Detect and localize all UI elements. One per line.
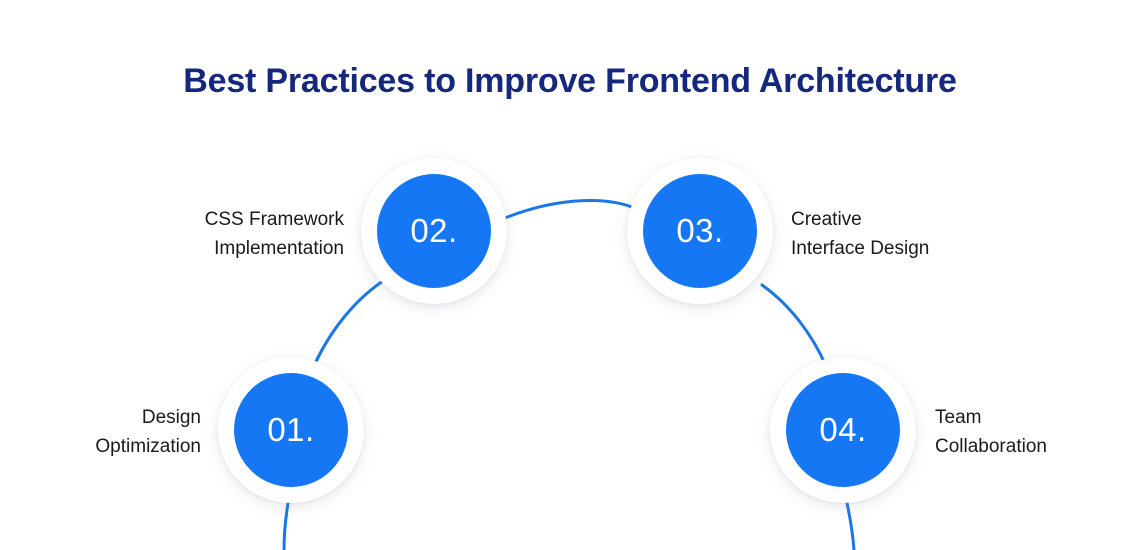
step-number-01: 01.: [267, 410, 315, 448]
step-label-02-line1: CSS Framework: [204, 209, 344, 230]
step-label-04: Team Collaboration: [935, 403, 1140, 461]
step-number-02: 02.: [410, 211, 458, 249]
step-number-04: 04.: [819, 410, 867, 448]
connector-arc-02-03: [503, 199, 642, 220]
step-label-02: CSS Framework Implementation: [120, 205, 344, 263]
step-label-01: Design Optimization: [0, 403, 201, 461]
page-title: Best Practices to Improve Frontend Archi…: [183, 62, 957, 100]
step-node-02[interactable]: 02.: [361, 158, 507, 304]
step-label-01-line2: Optimization: [95, 436, 201, 458]
step-node-04[interactable]: 04.: [770, 357, 916, 503]
step-label-04-line1: Team: [935, 407, 982, 428]
step-disc-03: 03.: [643, 174, 757, 288]
step-label-03-line1: Creative: [791, 209, 862, 230]
step-label-03-line2: Interface Design: [791, 238, 930, 260]
step-node-01[interactable]: 01.: [218, 357, 364, 503]
step-disc-01: 01.: [234, 373, 348, 487]
step-node-03[interactable]: 03.: [627, 158, 773, 304]
step-label-03: Creative Interface Design: [791, 205, 1071, 263]
step-disc-02: 02.: [377, 174, 491, 288]
step-label-01-line1: Design: [141, 407, 201, 428]
connector-arc-01-tail: [282, 501, 290, 550]
step-label-04-line2: Collaboration: [935, 436, 1047, 458]
step-number-03: 03.: [676, 211, 724, 249]
step-label-02-line2: Implementation: [214, 238, 344, 260]
step-disc-04: 04.: [786, 373, 900, 487]
connector-arc-04-tail: [845, 501, 856, 550]
